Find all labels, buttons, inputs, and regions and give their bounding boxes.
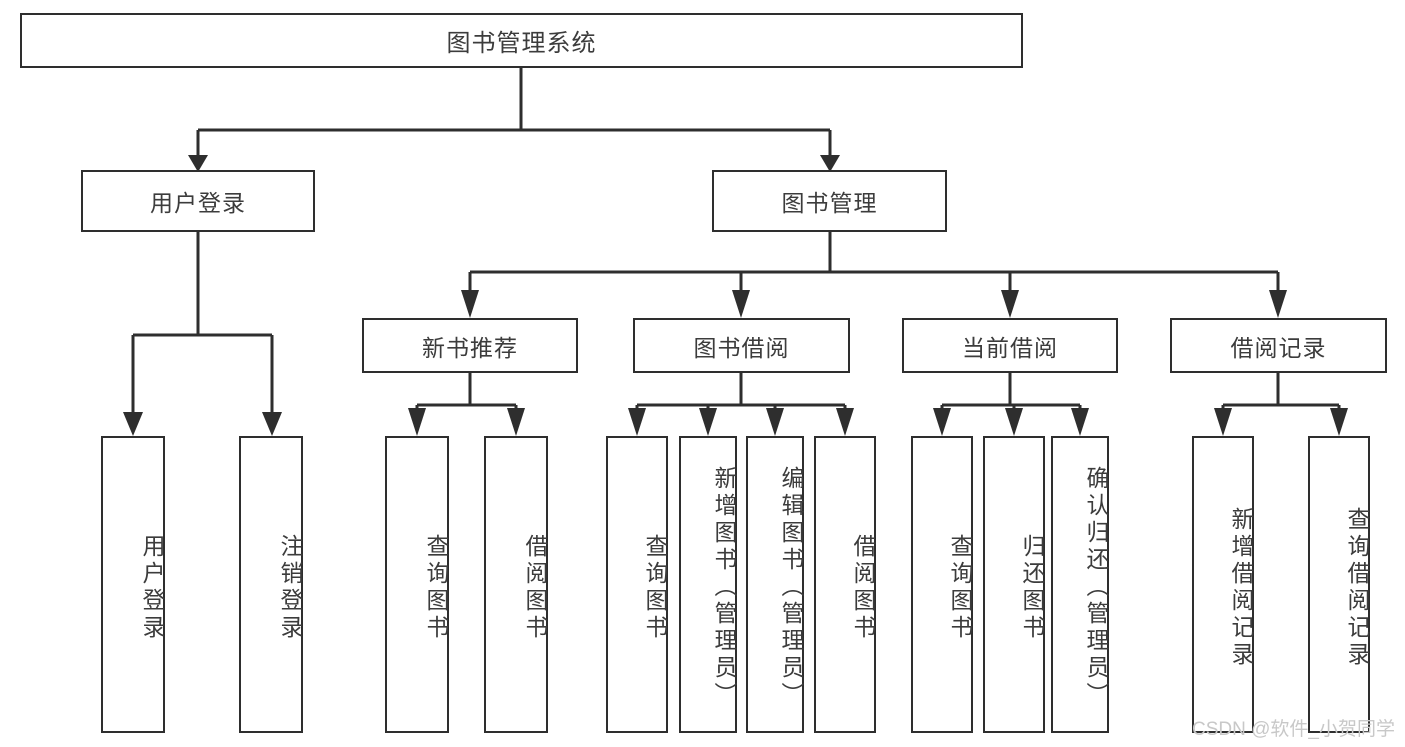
- arrowheads-level3: [461, 290, 1287, 318]
- arrow-leaf-query-book-borrow: [628, 408, 646, 436]
- node-leaf-user-login[interactable]: 用户登录: [101, 436, 165, 733]
- node-leaf-query-book-recommend[interactable]: 查询图书: [385, 436, 449, 733]
- arrow-leaf-return-book: [1005, 408, 1023, 436]
- node-leaf-query-book-current[interactable]: 查询图书: [911, 436, 973, 733]
- arrowheads-nbr-leaves: [408, 408, 525, 436]
- leaf-label: 借阅图书: [522, 533, 548, 642]
- arrow-leaf-query-borrow-record: [1330, 408, 1348, 436]
- csdn-watermark: CSDN @软件_小贺同学: [1192, 719, 1395, 740]
- node-leaf-add-book-admin[interactable]: 新增图书（管理员）: [679, 436, 737, 733]
- leaf-label: 新增借阅记录: [1228, 506, 1254, 669]
- node-book-borrow[interactable]: 图书借阅: [633, 318, 850, 373]
- arrow-leaf-borrow-book-borrow: [836, 408, 854, 436]
- leaf-label: 查询借阅记录: [1344, 506, 1370, 669]
- arrowheads-bb-leaves: [628, 408, 854, 436]
- leaf-label: 查询图书: [423, 533, 449, 642]
- edge-group-user-login: [131, 232, 274, 423]
- arrow-leaf-user-login: [123, 412, 143, 436]
- leaf-label: 编辑图书（管理员）: [778, 466, 804, 709]
- arrowheads-user-login-leaves: [123, 412, 282, 436]
- node-leaf-query-book-borrow[interactable]: 查询图书: [606, 436, 668, 733]
- node-book-management[interactable]: 图书管理: [712, 170, 947, 232]
- arrowheads-br-leaves: [1214, 408, 1348, 436]
- arrowheads-level2: [188, 155, 840, 172]
- leaf-label: 查询图书: [642, 533, 668, 642]
- node-leaf-borrow-book-borrow[interactable]: 借阅图书: [814, 436, 876, 733]
- leaf-label: 用户登录: [139, 533, 165, 642]
- arrowheads-cb-leaves: [933, 408, 1089, 436]
- node-current-borrow[interactable]: 当前借阅: [902, 318, 1118, 373]
- node-leaf-user-logout[interactable]: 注销登录: [239, 436, 303, 733]
- arrow-leaf-query-book-recommend: [408, 408, 426, 436]
- node-borrow-record[interactable]: 借阅记录: [1170, 318, 1387, 373]
- arrow-leaf-edit-book-admin: [766, 408, 784, 436]
- arrow-leaf-add-book-admin: [699, 408, 717, 436]
- node-user-login[interactable]: 用户登录: [81, 170, 315, 232]
- leaf-label: 新增图书（管理员）: [711, 466, 737, 709]
- node-root-title[interactable]: 图书管理系统: [20, 13, 1023, 68]
- arrow-current-borrow: [1001, 290, 1019, 318]
- node-leaf-edit-book-admin[interactable]: 编辑图书（管理员）: [746, 436, 804, 733]
- edge-group-new-book-recommend: [415, 373, 518, 416]
- leaf-label: 确认归还（管理员）: [1083, 466, 1109, 709]
- arrow-borrow-record: [1269, 290, 1287, 318]
- node-leaf-add-borrow-record[interactable]: 新增借阅记录: [1192, 436, 1254, 733]
- edge-group-book-management: [468, 232, 1280, 296]
- node-leaf-return-book[interactable]: 归还图书: [983, 436, 1045, 733]
- arrow-leaf-user-logout: [262, 412, 282, 436]
- node-leaf-query-borrow-record[interactable]: 查询借阅记录: [1308, 436, 1370, 733]
- arrow-book-borrow: [732, 290, 750, 318]
- leaf-label: 归还图书: [1019, 533, 1045, 642]
- arrow-new-book-recommend: [461, 290, 479, 318]
- arrow-book-management: [820, 155, 840, 172]
- edge-group-borrow-record: [1221, 373, 1341, 416]
- node-new-book-recommend[interactable]: 新书推荐: [362, 318, 578, 373]
- node-leaf-confirm-return-admin[interactable]: 确认归还（管理员）: [1051, 436, 1109, 733]
- leaf-label: 注销登录: [277, 533, 303, 642]
- arrow-leaf-confirm-return-admin: [1071, 408, 1089, 436]
- leaf-label: 借阅图书: [850, 533, 876, 642]
- edge-group-root: [196, 68, 832, 158]
- node-leaf-borrow-book-recommend[interactable]: 借阅图书: [484, 436, 548, 733]
- leaf-label: 查询图书: [947, 533, 973, 642]
- arrow-leaf-add-borrow-record: [1214, 408, 1232, 436]
- arrow-leaf-query-book-current: [933, 408, 951, 436]
- edge-group-book-borrow: [635, 373, 847, 416]
- arrow-leaf-borrow-book-recommend: [507, 408, 525, 436]
- arrow-user-login: [188, 155, 208, 172]
